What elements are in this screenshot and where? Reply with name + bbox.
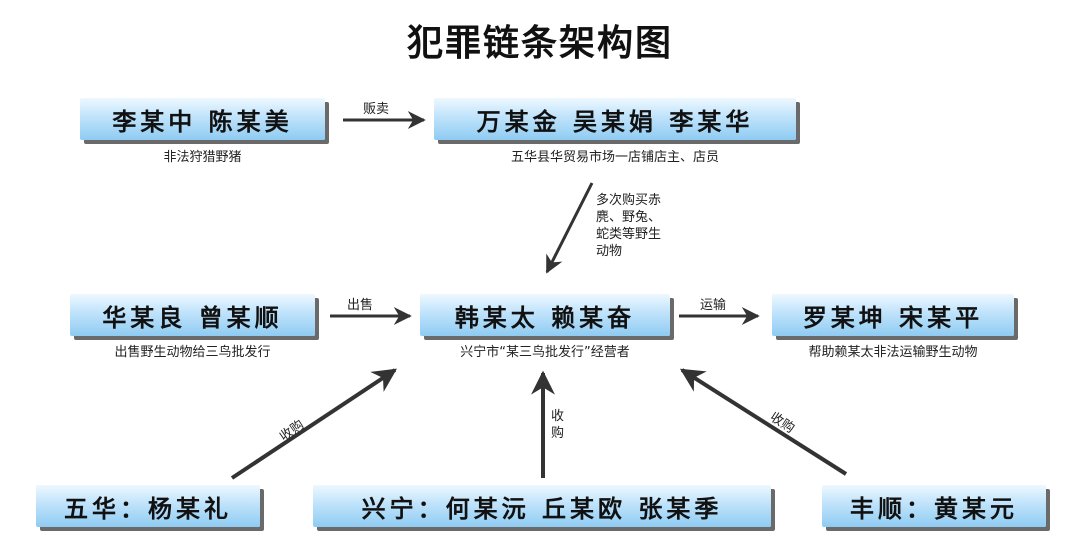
node-market: 万某金 吴某娟 李某华 xyxy=(434,98,796,140)
label-acquire-mid-2: 购 xyxy=(551,426,565,441)
caption-hunters: 非法狩猎野猪 xyxy=(163,150,242,165)
label-buy-line-3: 蛇类等野生 xyxy=(596,227,662,242)
caption-transporter: 帮助赖某太非法运输野生动物 xyxy=(808,345,978,360)
label-transport: 运输 xyxy=(700,298,727,313)
node-dealer: 韩某太 赖某奋 xyxy=(420,294,670,336)
node-fengshun: 丰顺：黄某元 xyxy=(822,485,1046,527)
arrow-acquire-left xyxy=(230,368,398,480)
label-acquire-mid: 收 购 xyxy=(551,408,564,442)
arrow-acquire-right xyxy=(679,368,848,476)
node-hunters: 李某中 陈某美 xyxy=(80,98,325,140)
caption-dealer: 兴宁市“某三鸟批发行”经营者 xyxy=(460,345,630,360)
caption-supplier: 出售野生动物给三鸟批发行 xyxy=(114,345,271,360)
node-supplier: 华某良 曾某顺 xyxy=(70,294,315,336)
label-buy-line-1: 多次购买赤 xyxy=(596,193,662,208)
diagram-title: 犯罪链条架构图 xyxy=(406,23,673,64)
label-sell-out: 出售 xyxy=(347,298,374,313)
label-buy-line-2: 麂、野兔、 xyxy=(596,210,662,225)
label-buy-line-4: 动物 xyxy=(596,244,623,259)
caption-market: 五华县华贸易市场一店铺店主、店员 xyxy=(510,150,719,165)
arrow-buy xyxy=(545,182,594,274)
label-sell: 贩卖 xyxy=(363,102,390,117)
node-xingning: 兴宁：何某沅 丘某欧 张某季 xyxy=(313,485,771,527)
label-acquire-mid-1: 收 xyxy=(551,409,565,424)
node-transporter: 罗某坤 宋某平 xyxy=(772,294,1014,336)
node-wuhua: 五华：杨某礼 xyxy=(36,485,260,527)
label-buy-multi: 多次购买赤 麂、野兔、 蛇类等野生 动物 xyxy=(596,192,661,260)
